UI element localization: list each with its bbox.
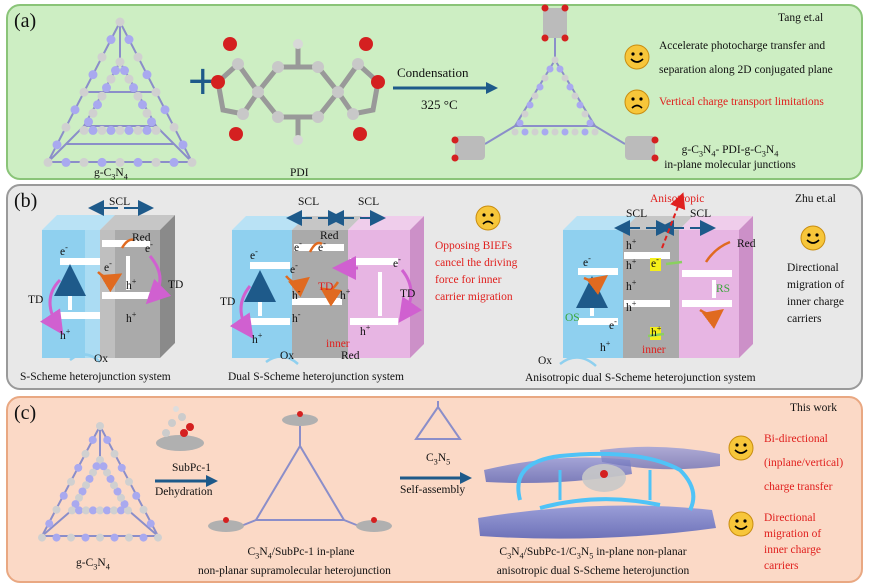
sys3-e-y: e- — [651, 255, 659, 270]
pro-c1-line-3: charge transfer — [764, 481, 833, 493]
sys2-h-b: h- — [292, 310, 301, 325]
step1-bottom: Dehydration — [155, 486, 213, 498]
panel-c-credit: This work — [790, 402, 837, 414]
sad-face-icon — [624, 89, 650, 115]
product-label-line2: in-plane molecular junctions — [664, 159, 796, 171]
con-line-2: cancel the driving — [435, 257, 518, 269]
con-line-3: force for inner — [435, 274, 502, 286]
con-line-1: Opposing BIEFs — [435, 240, 512, 252]
sys3-red: Red — [737, 238, 756, 250]
pro-c2-line-2: migration of — [764, 528, 822, 540]
sys3-h-b: h+ — [626, 257, 637, 272]
happy-face-icon — [728, 511, 754, 537]
panel-c-label: (c) — [14, 402, 37, 424]
pro-c2-line-4: carriers — [764, 560, 799, 572]
pro-line2: separation along 2D conjugated plane — [659, 64, 833, 76]
sys1-h2: h+ — [126, 310, 137, 325]
sys2-td-right: TD — [400, 288, 416, 300]
sys3-e2: e- — [609, 317, 617, 332]
sys1-red: Red — [132, 232, 151, 244]
sys2-e-a: e- — [294, 239, 302, 254]
product-label-line1: g-C3N4- PDI-g-C3N4 — [681, 144, 779, 159]
sys2-scl1: SCL — [298, 196, 320, 208]
sys3-h-e: h+ — [600, 339, 611, 354]
sys3-h-a: h+ — [626, 237, 637, 252]
sys3-anisotropic: Anisotropic — [650, 193, 705, 205]
reactant2-label: PDI — [290, 167, 309, 179]
step2-top: C3N5 — [426, 452, 451, 467]
sys3-h-y: h+ — [651, 324, 662, 339]
sys1-ox: Ox — [94, 353, 109, 365]
sys2-e-b: e- — [318, 239, 326, 254]
sys2-td-left: TD — [220, 296, 236, 308]
sys2-h-c: h+ — [360, 323, 371, 338]
happy-face-icon — [800, 225, 826, 251]
reactant-c-label: g-C3N4 — [76, 557, 110, 572]
pro-c2-line-3: inner charge — [764, 544, 821, 556]
sys2-red-bottom: Red — [341, 350, 360, 362]
pro-b-line-4: carriers — [787, 313, 822, 325]
plus-sign: + — [186, 58, 220, 104]
sys2-h-a: h- — [292, 287, 301, 302]
step2-bottom: Self-assembly — [400, 484, 466, 496]
sys2-ox: Ox — [280, 350, 295, 362]
sys1-e2: e- — [104, 259, 112, 274]
condensation-label: Condensation — [397, 65, 469, 80]
pro-c1-line-1: Bi-directional — [764, 433, 828, 445]
sys1-h1: h+ — [126, 277, 137, 292]
sys3-rs: RS — [716, 283, 731, 295]
panel-b-label: (b) — [14, 190, 38, 212]
sys2-inner: inner — [326, 338, 350, 350]
sys3-h-d: h+ — [626, 299, 637, 314]
sys1-e-red: e- — [145, 240, 153, 255]
sys2-td-mid: TD — [318, 281, 334, 293]
pro-line1: Accelerate photocharge transfer and — [659, 40, 826, 52]
temperature-label: 325 °C — [421, 97, 458, 112]
sys3-inner: inner — [642, 344, 666, 356]
sys2-e1: e- — [250, 247, 258, 262]
sys1-e1: e- — [60, 243, 68, 258]
reactant1-label: g-C3N4 — [94, 167, 128, 182]
happy-face-icon — [624, 44, 650, 70]
sys1-td-left: TD — [28, 294, 44, 306]
pro-c1-line-2: (inplane/vertical) — [764, 457, 844, 469]
sys1-h3: h+ — [60, 327, 71, 342]
sys3-scl2: SCL — [690, 208, 712, 220]
pro-b-line-1: Directional — [787, 262, 839, 274]
step1-top: SubPc-1 — [172, 462, 211, 474]
sys2-h-d: h+ — [252, 331, 263, 346]
product-c-line1: C3N4/SubPc-1/C3N5 in-plane non-planar — [499, 546, 687, 561]
panel-b-credit: Zhu et.al — [795, 193, 836, 205]
panel-a-label: (a) — [14, 10, 37, 32]
panel-a-credit: Tang et.al — [778, 12, 824, 24]
sys2-red: Red — [320, 230, 339, 242]
sys3-h-c: h+ — [626, 278, 637, 293]
sys2-h-prime: h+ — [340, 287, 351, 302]
sys2-e2: e- — [290, 261, 298, 276]
sys3-ox: Ox — [538, 355, 553, 367]
intermediate-line1: C3N4/SubPc-1 in-plane — [247, 546, 355, 561]
product-c-line2: anisotropic dual S-Scheme heterojunction — [496, 565, 690, 577]
sys1-scl: SCL — [109, 196, 131, 208]
pro-b-line-2: migration of — [787, 279, 845, 291]
sad-face-icon — [475, 205, 501, 231]
sys3-scl1: SCL — [626, 208, 648, 220]
con-line-4: carrier migration — [435, 291, 513, 303]
con-text: Vertical charge transport limitations — [659, 96, 824, 108]
sys2-scl2: SCL — [358, 196, 380, 208]
sys3-caption: Anisotropic dual S-Scheme heterojunction… — [525, 372, 756, 384]
pro-c2-line-1: Directional — [764, 512, 816, 524]
sys1-td-right: TD — [168, 279, 184, 291]
sys2-caption: Dual S-Scheme heterojunction system — [228, 371, 404, 383]
sys3-os: OS — [565, 312, 580, 324]
sys3-e1: e- — [583, 254, 591, 269]
sys2-e3: e- — [393, 255, 401, 270]
pro-b-line-3: inner charge — [787, 296, 844, 308]
sys1-caption: S-Scheme heterojunction system — [20, 371, 171, 383]
intermediate-line2: non-planar supramolecular heterojunction — [198, 565, 391, 577]
happy-face-icon — [728, 435, 754, 461]
